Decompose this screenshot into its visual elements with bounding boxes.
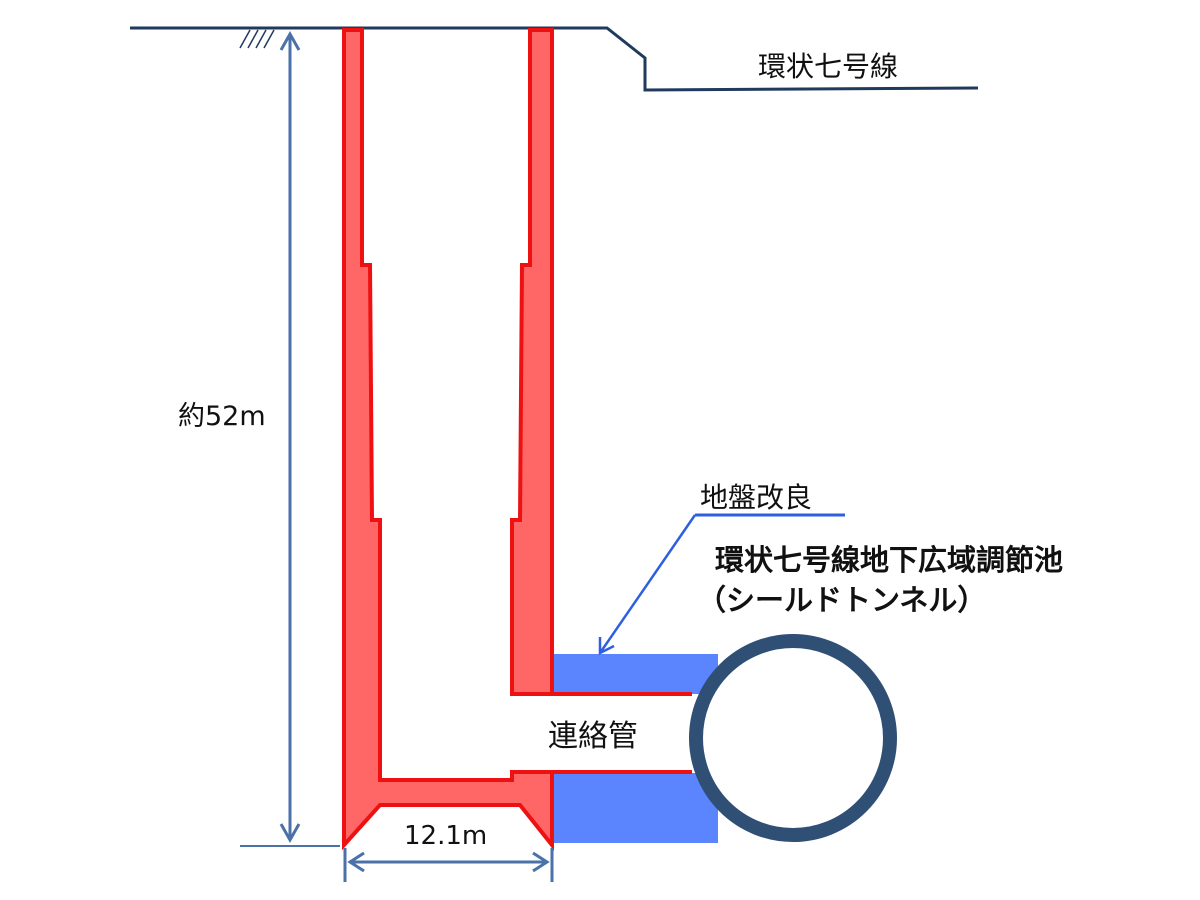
depth-dimension-arrow <box>279 30 301 844</box>
connecting-pipe-label: 連絡管 <box>548 719 638 754</box>
ground-hatch-icon <box>239 29 275 49</box>
ground-improvement-lower <box>552 773 718 843</box>
reservoir-name-label: 環状七号線地下広域調節池 <box>715 543 1063 577</box>
reservoir-type-label: （シールドトンネル） <box>697 583 986 617</box>
depth-label-bg <box>168 392 278 436</box>
depth-label: 約52m <box>178 401 266 432</box>
ground-improvement-label: 地盤改良 <box>700 481 812 514</box>
road-label: 環状七号線 <box>758 50 898 83</box>
shield-tunnel-ring <box>689 634 897 842</box>
width-label: 12.1m <box>404 821 487 851</box>
width-dimension-arrow <box>343 848 554 882</box>
ground-surface-line <box>130 26 979 92</box>
ground-improvement-upper <box>552 654 718 694</box>
ground-improvement-leader-arrow <box>598 514 697 656</box>
shaft-left-wall <box>342 28 554 851</box>
shaft-right-wall <box>510 28 554 696</box>
